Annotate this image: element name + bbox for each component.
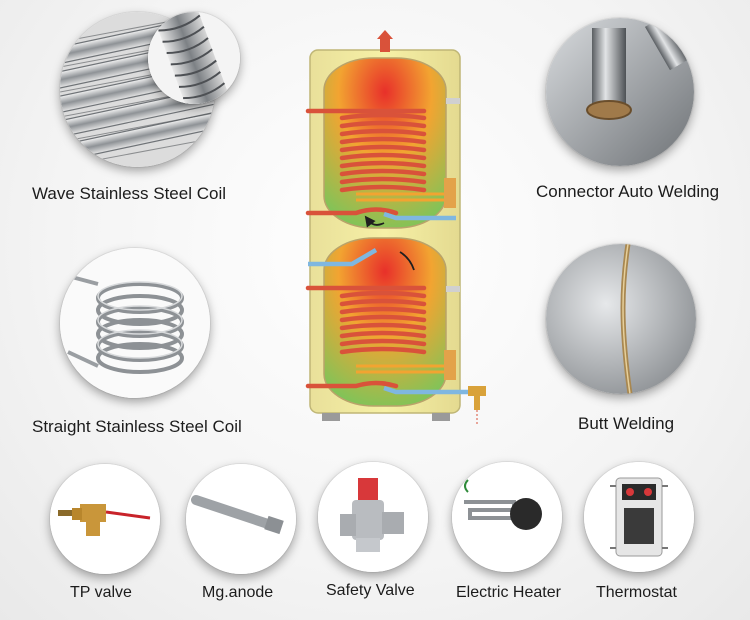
- lower-coil: [305, 285, 427, 389]
- accessory-label: Thermostat: [596, 584, 677, 601]
- butt-welding-label: Butt Welding: [578, 414, 675, 433]
- tp-valve-image: [50, 464, 160, 574]
- straight-coil-label: Straight Stainless Steel Coil: [32, 417, 242, 436]
- safety-valve-image: [318, 462, 428, 572]
- upper-tank: [323, 57, 447, 229]
- connector-welding-label: Connector Auto Welding: [536, 182, 720, 201]
- butt-welding-image: [546, 244, 696, 394]
- electric-heater-image: [452, 462, 562, 572]
- water-tank-diagram: [305, 30, 486, 424]
- lower-tank: [323, 237, 447, 407]
- lower-circulation-arrow-icon: [399, 251, 415, 271]
- connector-welding-image: [546, 18, 694, 166]
- outlet-arrow-icon: [377, 30, 393, 39]
- mg-anode-image: [186, 464, 296, 574]
- wave-coil-label: Wave Stainless Steel Coil: [32, 184, 227, 203]
- accessory-label: Mg.anode: [202, 584, 274, 601]
- straight-coil-image: [60, 248, 210, 398]
- accessory-label: Safety Valve: [326, 582, 415, 599]
- drain-valve-icon: [468, 386, 486, 424]
- wave-coil-zoom-image: [148, 12, 240, 104]
- upper-circulation-arrow-icon: [364, 215, 385, 228]
- accessory-label: Electric Heater: [456, 584, 561, 601]
- upper-coil: [305, 108, 427, 216]
- accessory-label: TP valve: [70, 584, 132, 601]
- thermostat-image: [584, 462, 694, 572]
